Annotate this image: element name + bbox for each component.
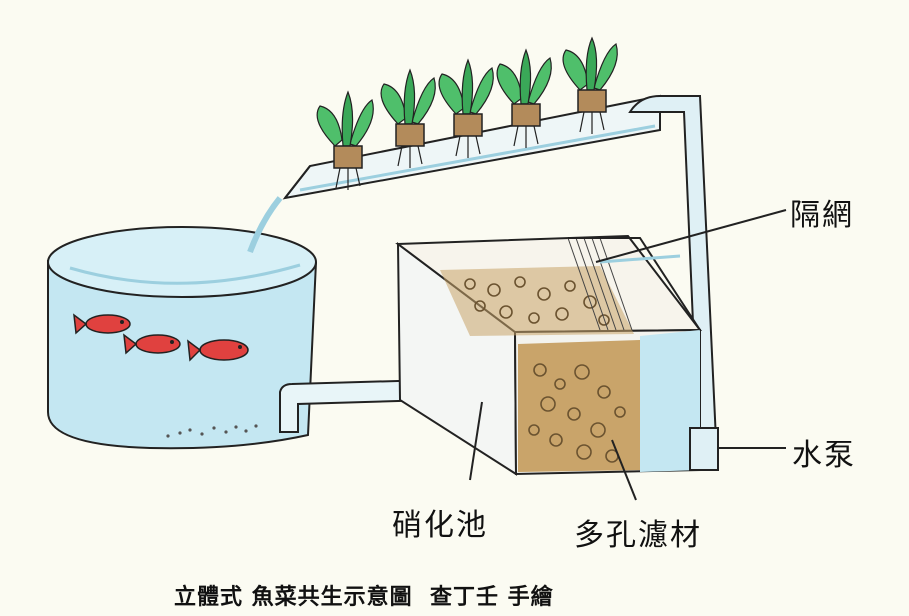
- plant-icon: [438, 58, 494, 158]
- pump-icon: [689, 427, 719, 471]
- label-pump: 水泵: [792, 438, 856, 473]
- plant-icon: [562, 36, 618, 134]
- drain-pipe: [279, 378, 433, 433]
- fish-icon: [187, 339, 249, 362]
- plant-icon: [496, 48, 552, 148]
- nitrification-tank: [395, 234, 703, 476]
- fish-tank: [47, 226, 317, 450]
- caption-author: 查丁壬 手繪: [430, 585, 554, 610]
- label-nitrification-tank: 硝化池: [392, 508, 488, 543]
- fish-icon: [123, 333, 181, 355]
- label-porous-media: 多孔濾材: [574, 518, 702, 553]
- label-mesh: 隔網: [790, 198, 854, 233]
- caption-title: 立體式 魚菜共生示意圖: [174, 585, 413, 610]
- water-stream: [247, 196, 283, 254]
- fish-icon: [73, 313, 131, 335]
- plant-icon: [316, 90, 374, 190]
- plant-icon: [380, 68, 436, 168]
- leader-lines: [469, 209, 787, 501]
